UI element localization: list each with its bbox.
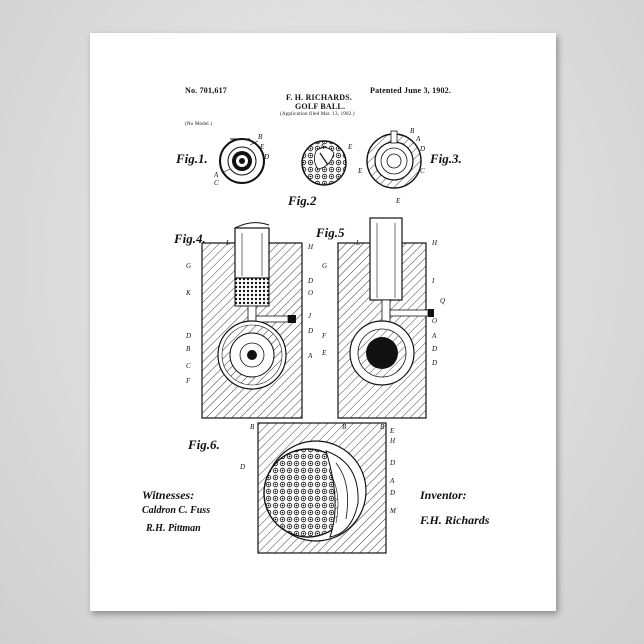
svg-text:H: H	[431, 239, 438, 247]
svg-text:C: C	[420, 167, 425, 175]
figure-6: B E H D D A D M Fig.6.	[187, 423, 397, 553]
fig1-label: Fig.1.	[175, 151, 208, 166]
fig6-label: Fig.6.	[187, 437, 220, 452]
svg-text:K: K	[185, 289, 191, 297]
patent-poster: No. 701,617 F. H. RICHARDS. GOLF BALL. (…	[90, 33, 556, 611]
svg-text:J: J	[308, 312, 312, 320]
svg-text:I: I	[431, 277, 435, 285]
fig2-label: Fig.2	[287, 193, 317, 208]
svg-text:Q: Q	[440, 297, 445, 305]
svg-text:D: D	[307, 327, 313, 335]
svg-text:D: D	[389, 459, 395, 467]
svg-text:E: E	[347, 143, 353, 151]
svg-text:C: C	[186, 362, 191, 370]
svg-text:E: E	[259, 143, 265, 151]
svg-text:B: B	[186, 345, 191, 353]
svg-text:L: L	[225, 239, 230, 247]
svg-text:D: D	[431, 359, 437, 367]
figure-5: L G F E H I Q O A D D B Fig.5	[315, 218, 445, 431]
fig5-label: Fig.5	[315, 225, 345, 240]
fig3-label: Fig.3.	[429, 151, 462, 166]
svg-text:D: D	[389, 489, 395, 497]
svg-text:M: M	[389, 507, 397, 515]
svg-text:D: D	[419, 145, 425, 153]
svg-text:H: H	[389, 437, 396, 445]
svg-text:D: D	[431, 345, 437, 353]
figure-4: L G K D B C F H D O J D A B Fig.4.	[173, 223, 314, 431]
svg-text:A: A	[389, 477, 395, 485]
fig4-label: Fig.4.	[173, 231, 206, 246]
svg-text:B: B	[342, 423, 347, 431]
svg-text:D: D	[307, 277, 313, 285]
svg-text:E: E	[357, 167, 363, 175]
svg-text:G: G	[186, 262, 191, 270]
figure-2: A E Fig.2	[287, 141, 353, 208]
figure-3: B A D E C E Fig.3.	[357, 127, 462, 205]
svg-text:F: F	[321, 332, 327, 340]
svg-text:C: C	[214, 179, 219, 187]
svg-text:A: A	[415, 135, 421, 143]
svg-text:A: A	[319, 143, 325, 151]
svg-text:D: D	[185, 332, 191, 340]
svg-text:B: B	[250, 423, 255, 431]
svg-text:A: A	[213, 171, 219, 179]
figure-1: B E D A C Fig.1.	[175, 133, 269, 187]
svg-text:G: G	[322, 262, 327, 270]
svg-text:O: O	[308, 289, 313, 297]
svg-text:B: B	[258, 133, 263, 141]
svg-text:F: F	[185, 377, 191, 385]
svg-text:O: O	[432, 317, 437, 325]
svg-text:E: E	[395, 197, 401, 205]
svg-text:H: H	[307, 243, 314, 251]
svg-text:E: E	[321, 349, 327, 357]
svg-text:B: B	[410, 127, 415, 135]
svg-text:D: D	[263, 153, 269, 161]
svg-text:L: L	[355, 239, 360, 247]
svg-text:A: A	[307, 352, 313, 360]
svg-text:E: E	[389, 427, 395, 435]
patent-drawing: B E D A C Fig.1. A E Fig.2 B A D E C E	[90, 33, 556, 611]
svg-text:A: A	[431, 332, 437, 340]
svg-text:D: D	[239, 463, 245, 471]
